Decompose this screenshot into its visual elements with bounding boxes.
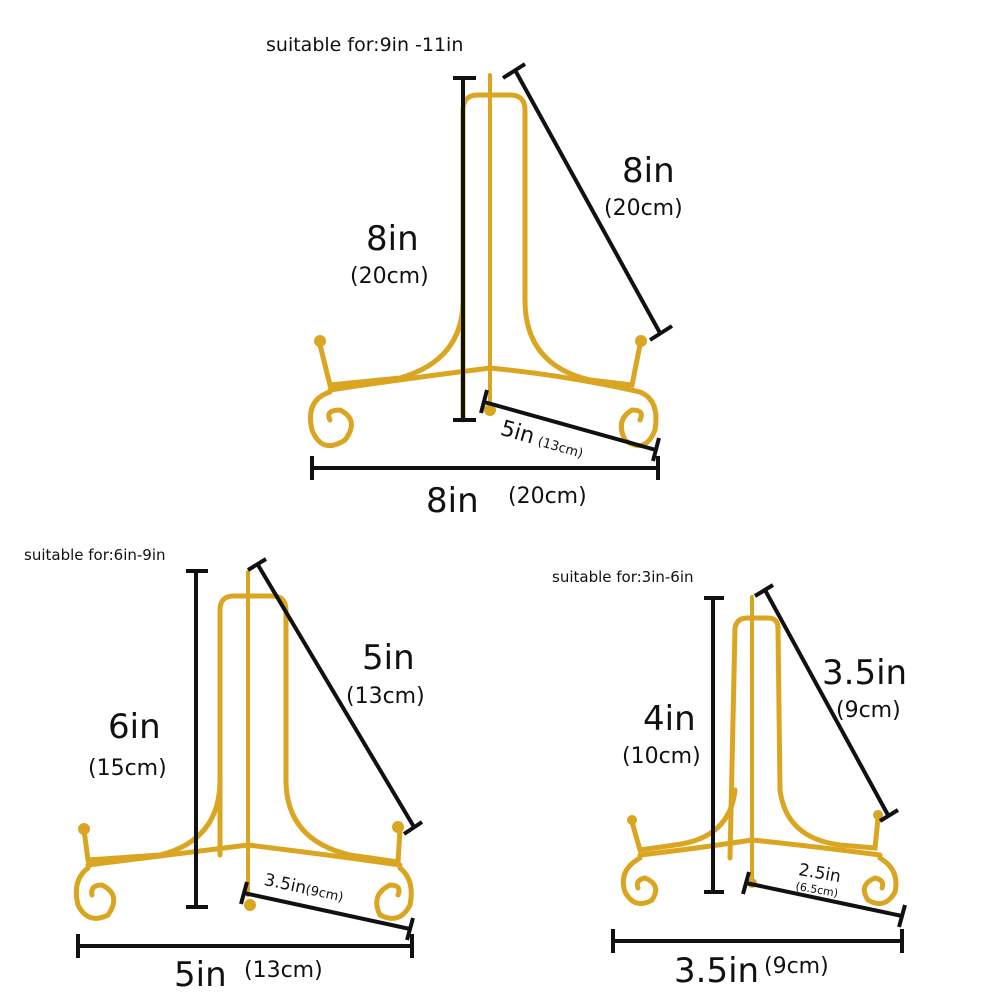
finial-icon bbox=[627, 815, 637, 825]
small-suitable-label: suitable for:3in-6in bbox=[552, 568, 694, 586]
finial-icon bbox=[635, 335, 647, 347]
medium-suitable-label: suitable for:6in-9in bbox=[24, 546, 166, 564]
large-stand-icon bbox=[308, 73, 659, 449]
large-width-in: 8in bbox=[426, 481, 479, 521]
finial-icon bbox=[244, 899, 256, 911]
small-height-in: 4in bbox=[643, 699, 696, 739]
small-leg-depth: 2.5in (6.5cm) bbox=[795, 860, 843, 900]
small-width-in: 3.5in bbox=[674, 951, 760, 991]
medium-width-cm: (13cm) bbox=[244, 958, 323, 983]
small-height-cm: (10cm) bbox=[622, 744, 701, 769]
medium-dimension-lines bbox=[76, 557, 424, 958]
large-height-in: 8in bbox=[366, 219, 419, 259]
large-width-cm: (20cm) bbox=[508, 484, 587, 509]
large-suitable-label: suitable for:9in -11in bbox=[266, 34, 464, 56]
small-back-cm: (9cm) bbox=[836, 698, 901, 723]
medium-height-in: 6in bbox=[108, 707, 161, 747]
medium-width-in: 5in bbox=[174, 955, 227, 995]
large-dimension-lines bbox=[310, 62, 674, 480]
large-back-in: 8in bbox=[622, 151, 675, 191]
finial-icon bbox=[392, 821, 404, 833]
medium-back-in: 5in bbox=[362, 638, 415, 678]
finial-icon bbox=[484, 404, 496, 416]
small-width-cm: (9cm) bbox=[764, 954, 829, 979]
medium-stand-icon bbox=[73, 570, 414, 921]
finial-icon bbox=[873, 810, 883, 820]
finial-icon bbox=[78, 823, 90, 835]
large-height-cm: (20cm) bbox=[350, 264, 429, 289]
small-back-in: 3.5in bbox=[822, 653, 908, 693]
large-back-cm: (20cm) bbox=[604, 196, 683, 221]
medium-back-cm: (13cm) bbox=[346, 684, 425, 709]
medium-height-cm: (15cm) bbox=[88, 756, 167, 781]
small-dimension-lines bbox=[611, 583, 907, 953]
finial-icon bbox=[314, 335, 326, 347]
